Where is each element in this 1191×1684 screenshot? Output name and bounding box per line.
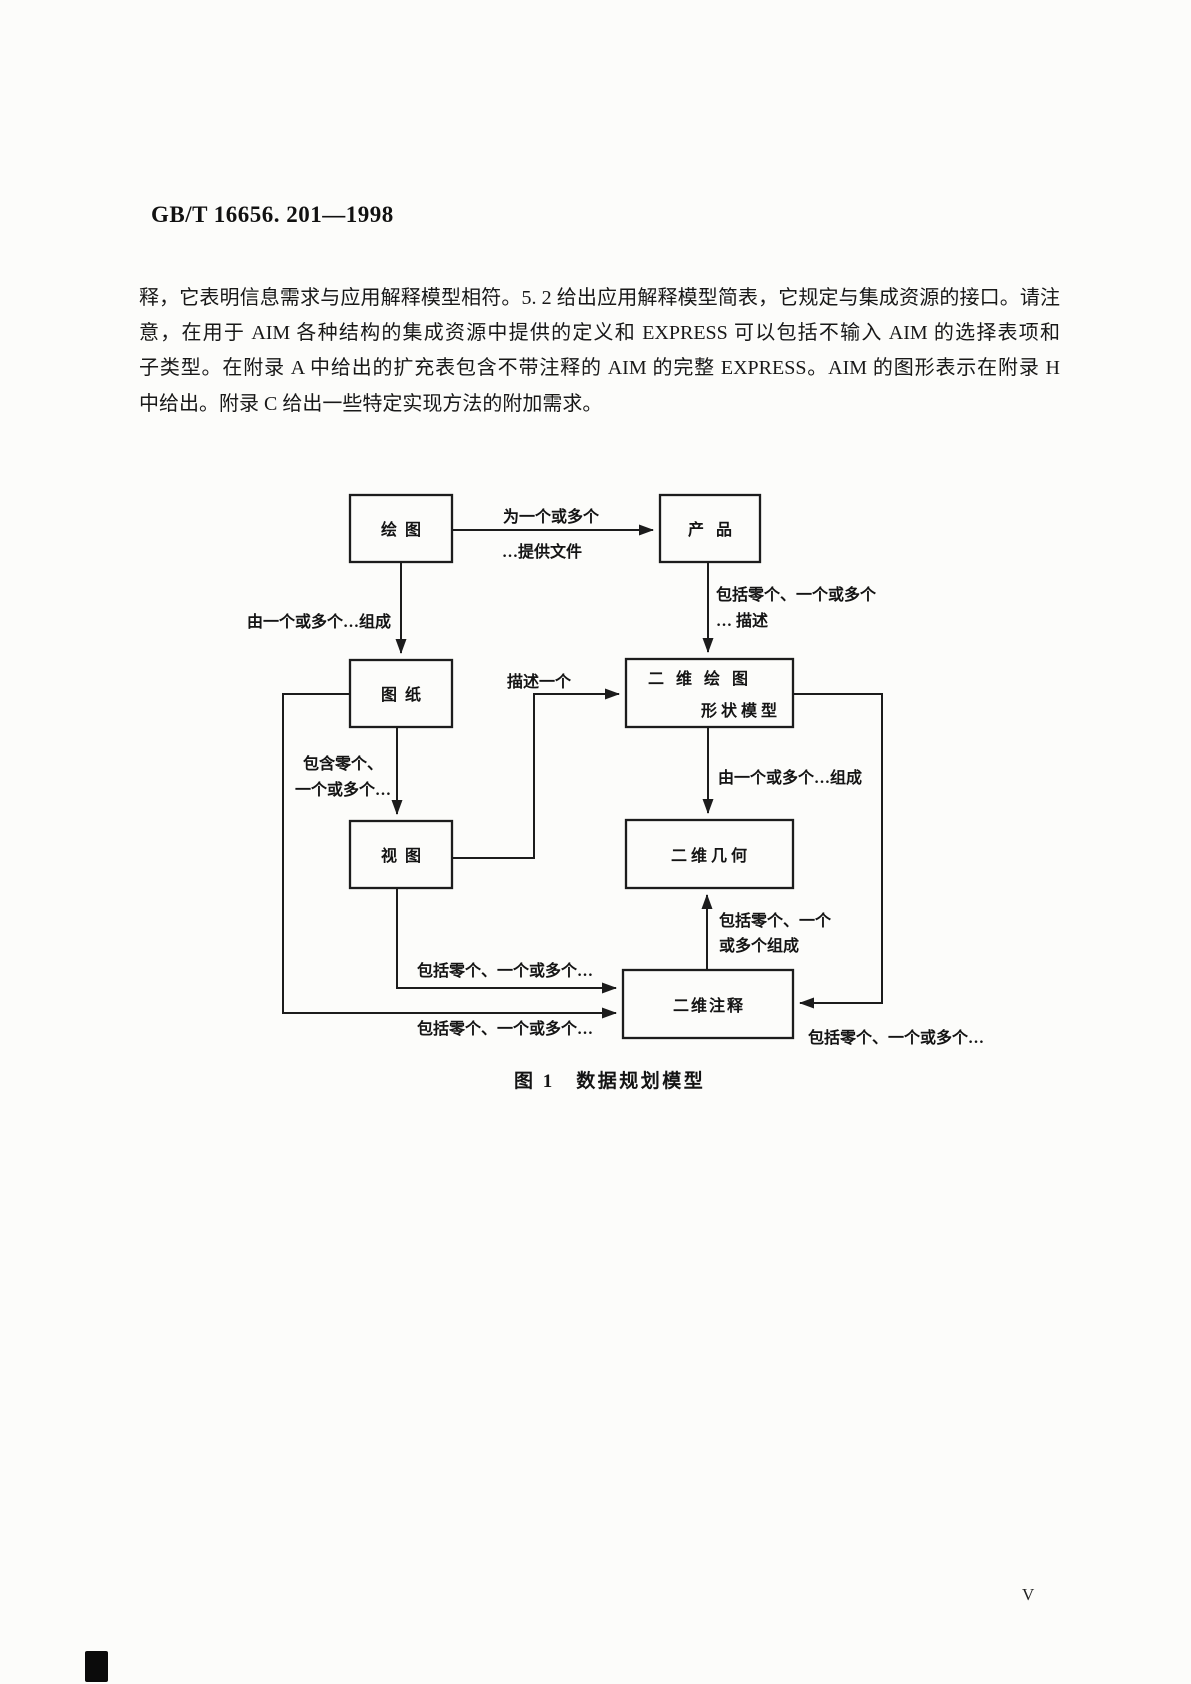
node-label-view: 视图 (381, 846, 429, 865)
edge-label-sheet-annotation-label: 包括零个、一个或多个… (417, 1019, 593, 1038)
figure-caption: 图 1 数据规划模型 (514, 1071, 706, 1092)
node-product (658, 493, 762, 564)
paragraph-line-1: 释，它表明信息需求与应用解释模型相符。5. 2 给出应用解释模型简表，它规定与集… (139, 287, 1060, 309)
node-label-2d-drawing-shape-model: 形状模型 (701, 701, 781, 720)
paragraph-line-3: 子类型。在附录 A 中给出的扩充表包含不带注释的 AIM 的完整 EXPRESS… (139, 357, 1060, 380)
edge-shape-model-to-annotation (793, 693, 883, 1009)
edge-label-contains-views-line2: 一个或多个… (295, 780, 391, 799)
edge-label-includes-described-line2: … 描述 (716, 611, 768, 630)
node-view (348, 819, 454, 890)
node-label-drawing: 绘图 (381, 520, 429, 539)
node-label-sheet: 图纸 (381, 685, 429, 704)
edge-label-describes-one: 描述一个 (507, 672, 572, 691)
standard-number: GB/T 16656. 201—1998 (151, 202, 394, 227)
scan-corner-mark (85, 1651, 108, 1682)
node-2d-drawing-shape-model (624, 657, 795, 729)
edge-sheet-to-annotation (282, 693, 617, 1019)
edge-label-provides-documents-line2: …提供文件 (502, 542, 582, 561)
edge-label-includes-described-line1: 包括零个、一个或多个 (716, 585, 877, 604)
edge-label-composed-of-geometry: 由一个或多个…组成 (718, 768, 862, 787)
edge-label-contains-views-line1: 包含零个、 (303, 754, 383, 773)
node-sheet (348, 658, 454, 729)
edge-label-shape-annotation-label: 包括零个、一个或多个… (808, 1028, 984, 1047)
edge-label-geometry-composition-line1: 包括零个、一个 (719, 911, 832, 930)
body-paragraph: 释，它表明信息需求与应用解释模型相符。5. 2 给出应用解释模型简表，它规定与集… (139, 281, 1060, 422)
edge-label-geometry-composition-line2: 或多个组成 (719, 936, 799, 955)
node-2d-annotation (621, 968, 795, 1040)
node-2d-geometry (624, 818, 795, 890)
edge-label-composed-of-sheets: 由一个或多个…组成 (247, 612, 391, 631)
node-label-2d-drawing-shape-model: 二维绘图 (648, 669, 760, 688)
edge-view-to-2d-drawing (452, 688, 620, 859)
node-drawing (348, 493, 454, 564)
paragraph-line-2: 意，在用于 AIM 各种结构的集成资源中提供的定义和 EXPRESS 可以包括不… (139, 322, 1060, 345)
node-label-product: 产品 (688, 520, 744, 539)
node-label-2d-annotation: 二维注释 (673, 996, 745, 1015)
page-number: V (1022, 1585, 1035, 1604)
edge-label-provides-documents-line1: 为一个或多个 (503, 507, 600, 526)
edge-view-to-annotation (396, 888, 617, 994)
edge-label-view-annotation-label: 包括零个、一个或多个… (417, 961, 593, 980)
paragraph-line-4: 中给出。附录 C 给出一些特定实现方法的附加需求。 (139, 392, 603, 415)
node-label-2d-geometry: 二维几何 (671, 846, 751, 865)
